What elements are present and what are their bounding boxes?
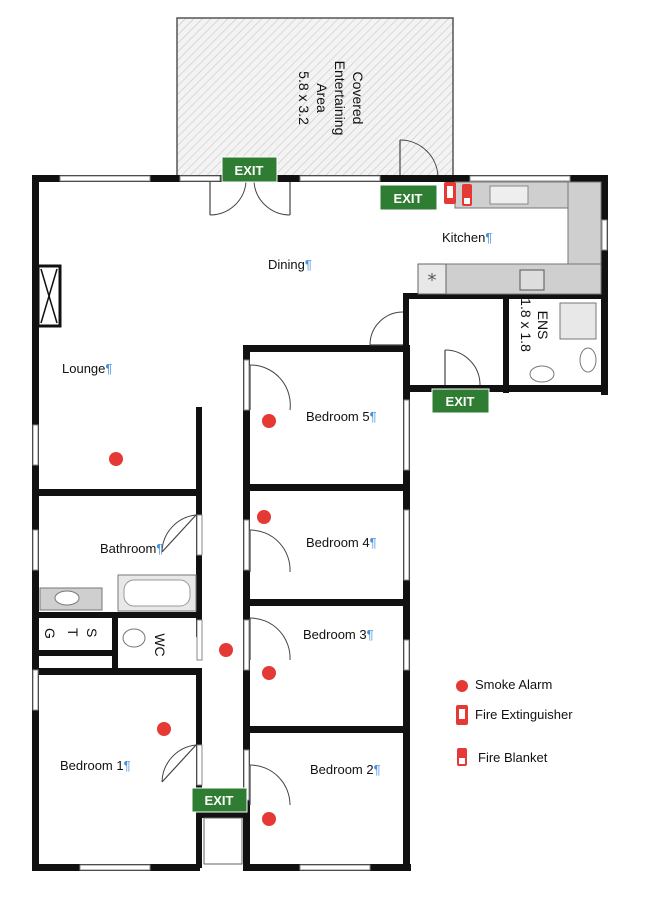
smoke-alarm-icon xyxy=(219,643,233,657)
bedroom3-label: Bedroom 3¶ xyxy=(303,627,374,642)
fireplace xyxy=(36,264,62,328)
doors xyxy=(161,181,481,865)
smoke-alarm-icon xyxy=(157,722,171,736)
windows xyxy=(32,175,608,871)
bathroom-fixtures xyxy=(39,574,197,648)
wc-label: WC xyxy=(152,633,168,656)
svg-text:EXIT: EXIT xyxy=(394,191,423,206)
exit-sign: EXIT xyxy=(431,388,490,414)
legend-fire-extinguisher-icon xyxy=(456,705,468,725)
lounge-label: Lounge¶ xyxy=(62,361,112,376)
covered-area-label-1: Covered xyxy=(350,72,366,125)
kitchen-label: Kitchen¶ xyxy=(442,230,492,245)
ens-size-label: 1.8 x 1.8 xyxy=(518,298,534,352)
legend-fire-blanket-icon xyxy=(457,748,467,766)
bathroom-label: Bathroom¶ xyxy=(100,541,163,556)
fire-extinguisher-icon xyxy=(444,182,456,204)
storage-s-label: S xyxy=(84,628,100,637)
covered-area-label-2: Entertaining xyxy=(332,61,348,136)
exit-sign: EXIT xyxy=(221,156,278,183)
smoke-alarm-icon xyxy=(257,510,271,524)
bedroom5-label: Bedroom 5¶ xyxy=(306,409,377,424)
svg-text:EXIT: EXIT xyxy=(446,394,475,409)
smoke-alarm-icon xyxy=(109,452,123,466)
svg-text:EXIT: EXIT xyxy=(205,793,234,808)
covered-entertaining-area: Covered Entertaining Area 5.8 x 3.2 xyxy=(176,17,454,179)
kitchen-benches: * xyxy=(417,181,602,295)
smoke-alarm-icon xyxy=(262,414,276,428)
dining-label: Dining¶ xyxy=(268,257,312,272)
storage-t-label: T xyxy=(65,628,81,637)
svg-text:*: * xyxy=(428,270,437,291)
legend-fire-extinguisher: Fire Extinguisher xyxy=(475,707,573,722)
bedroom4-label: Bedroom 4¶ xyxy=(306,535,377,550)
smoke-alarm-icon xyxy=(262,666,276,680)
smoke-alarm-icon xyxy=(262,812,276,826)
ens-label: ENS xyxy=(535,311,551,340)
exit-signs: EXIT EXIT EXIT EXIT xyxy=(191,156,490,813)
legend-smoke-alarm-icon xyxy=(456,680,468,692)
covered-area-label-3: Area xyxy=(314,83,330,113)
exit-sign: EXIT xyxy=(191,787,248,813)
legend: Smoke Alarm Fire Extinguisher Fire Blank… xyxy=(456,677,573,766)
fire-blanket-icon xyxy=(462,184,472,206)
smoke-alarms xyxy=(109,414,276,826)
exit-sign: EXIT xyxy=(379,184,438,211)
bedroom2-label: Bedroom 2¶ xyxy=(310,762,381,777)
ensuite-fixtures xyxy=(529,302,597,383)
bedroom1-label: Bedroom 1¶ xyxy=(60,758,131,773)
legend-fire-blanket: Fire Blanket xyxy=(478,750,548,765)
covered-area-label-4: 5.8 x 3.2 xyxy=(296,71,312,125)
storage-g-label: G xyxy=(42,628,58,639)
legend-smoke-alarm: Smoke Alarm xyxy=(475,677,552,692)
room-labels: Kitchen¶ Dining¶ Lounge¶ Bedroom 5¶ Bedr… xyxy=(42,230,551,777)
svg-text:EXIT: EXIT xyxy=(235,163,264,178)
